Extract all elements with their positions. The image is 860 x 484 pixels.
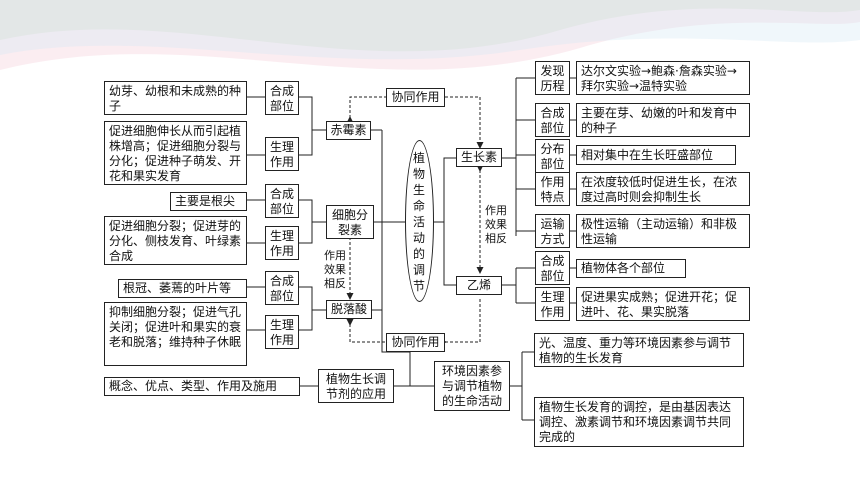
gibberellin-synthesis-text: 幼芽、幼根和未成熟的种子 [104, 81, 247, 115]
cytokinin-node: 细胞分裂素 [326, 205, 374, 239]
regulators-node: 植物生长调节剂的应用 [318, 369, 394, 403]
auxin-synthesis-text: 主要在芽、幼嫩的叶和发育中的种子 [576, 103, 750, 137]
effect-opposite-label-left: 作用效果相反 [322, 249, 348, 291]
cooperation-top: 协同作用 [386, 88, 445, 107]
abscisic-function-text: 抑制细胞分裂；促进气孔关闭；促进叶和果实的衰老和脱落；维持种子休眠 [104, 302, 247, 366]
cytokinin-synthesis-text: 主要是根尖 [170, 192, 247, 211]
cytokinin-function-label: 生理作用 [265, 226, 299, 260]
auxin-discovery-label: 发现历程 [535, 61, 570, 95]
center-title: 植物生命活动的调节 [412, 151, 425, 293]
abscisic-node: 脱落酸 [326, 300, 372, 319]
abscisic-synthesis-text: 根冠、萎蔫的叶片等 [118, 279, 247, 298]
ethylene-node: 乙烯 [456, 276, 502, 295]
auxin-transport-label: 运输方式 [535, 214, 570, 248]
center-ellipse [405, 140, 434, 302]
gibberellin-synthesis-label: 合成部位 [265, 81, 299, 115]
environment-item-1: 光、温度、重力等环境因素参与调节植物的生长发育 [534, 333, 744, 367]
auxin-feature-text: 在浓度较低时促进生长，在浓度过高时则会抑制生长 [576, 172, 750, 206]
cytokinin-function-text: 促进细胞分裂；促进芽的分化、侧枝发育、叶绿素合成 [104, 216, 247, 265]
auxin-node: 生长素 [456, 148, 502, 167]
abscisic-function-label: 生理作用 [265, 315, 299, 349]
auxin-discovery-text: 达尔文实验→鲍森·詹森实验→拜尔实验→温特实验 [576, 61, 750, 95]
cooperation-bottom: 协同作用 [386, 333, 445, 352]
auxin-synthesis-label: 合成部位 [535, 103, 570, 137]
regulators-content: 概念、优点、类型、作用及施用 [104, 377, 300, 396]
gibberellin-function-label: 生理作用 [265, 137, 299, 171]
cytokinin-synthesis-label: 合成部位 [265, 184, 299, 218]
gibberellin-function-text: 促进细胞伸长从而引起植株增高；促进细胞分裂与分化；促进种子萌发、开花和果实发育 [104, 121, 247, 185]
auxin-distribution-text: 相对集中在生长旺盛部位 [576, 145, 736, 165]
environment-node: 环境因素参与调节植物的生命活动 [434, 361, 510, 411]
gibberellin-node: 赤霉素 [326, 121, 371, 140]
auxin-transport-text: 极性运输（主动运输）和非极性运输 [576, 214, 750, 248]
environment-item-2: 植物生长发育的调控，是由基因表达调控、激素调节和环境因素调节共同完成的 [534, 397, 744, 447]
ethylene-function-text: 促进果实成熟；促进开花；促进叶、花、果实脱落 [576, 287, 750, 321]
ethylene-function-label: 生理作用 [535, 287, 570, 321]
auxin-distribution-label: 分布部位 [535, 139, 570, 173]
auxin-feature-label: 作用特点 [535, 172, 570, 206]
abscisic-synthesis-label: 合成部位 [265, 271, 299, 305]
ethylene-synthesis-text: 植物体各个部位 [576, 259, 686, 278]
ethylene-synthesis-label: 合成部位 [535, 251, 570, 285]
effect-opposite-label-right: 作用效果相反 [483, 204, 509, 246]
